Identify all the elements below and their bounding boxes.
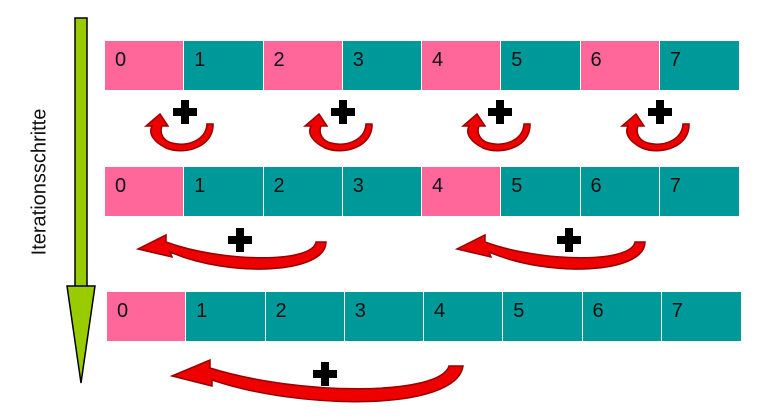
plus-icon xyxy=(648,100,672,124)
curved-arrow-icon xyxy=(302,112,373,152)
cell: 6 xyxy=(580,41,660,90)
cell: 0 xyxy=(105,167,185,216)
cell: 1 xyxy=(184,167,264,216)
cell: 3 xyxy=(344,292,424,341)
cell: 0 xyxy=(105,41,185,90)
curved-arrow-icon xyxy=(460,112,531,152)
curved-arrow-icon xyxy=(619,112,690,152)
cell: 1 xyxy=(186,292,266,341)
curved-arrow-icon xyxy=(169,358,464,403)
plus-icon xyxy=(313,362,337,386)
cell: 7 xyxy=(661,292,741,341)
cell: 6 xyxy=(580,167,660,216)
cell: 5 xyxy=(501,41,581,90)
down-arrow-icon xyxy=(66,17,96,384)
cell: 6 xyxy=(582,292,662,341)
plus-icon xyxy=(488,100,512,124)
cell: 2 xyxy=(263,167,343,216)
plus-icon xyxy=(228,228,252,252)
array-row-3: 0 1 2 3 4 5 6 7 xyxy=(107,292,741,341)
cell: 4 xyxy=(422,41,502,90)
cell: 7 xyxy=(659,41,739,90)
array-row-1: 0 1 2 3 4 5 6 7 xyxy=(105,41,739,90)
curved-arrow-icon xyxy=(143,112,214,152)
array-row-2: 0 1 2 3 4 5 6 7 xyxy=(105,167,739,216)
cell: 7 xyxy=(659,167,739,216)
cell: 1 xyxy=(184,41,264,90)
cell: 5 xyxy=(503,292,583,341)
plus-icon xyxy=(557,228,581,252)
cell: 5 xyxy=(501,167,581,216)
cell: 3 xyxy=(342,41,422,90)
cell: 2 xyxy=(265,292,345,341)
plus-icon xyxy=(173,100,197,124)
cell: 3 xyxy=(342,167,422,216)
curved-arrow-icon xyxy=(135,233,327,270)
cell: 0 xyxy=(107,292,187,341)
curved-arrow-icon xyxy=(454,233,646,270)
cell: 4 xyxy=(424,292,504,341)
cell: 2 xyxy=(263,41,343,90)
plus-icon xyxy=(331,100,355,124)
cell: 4 xyxy=(422,167,502,216)
